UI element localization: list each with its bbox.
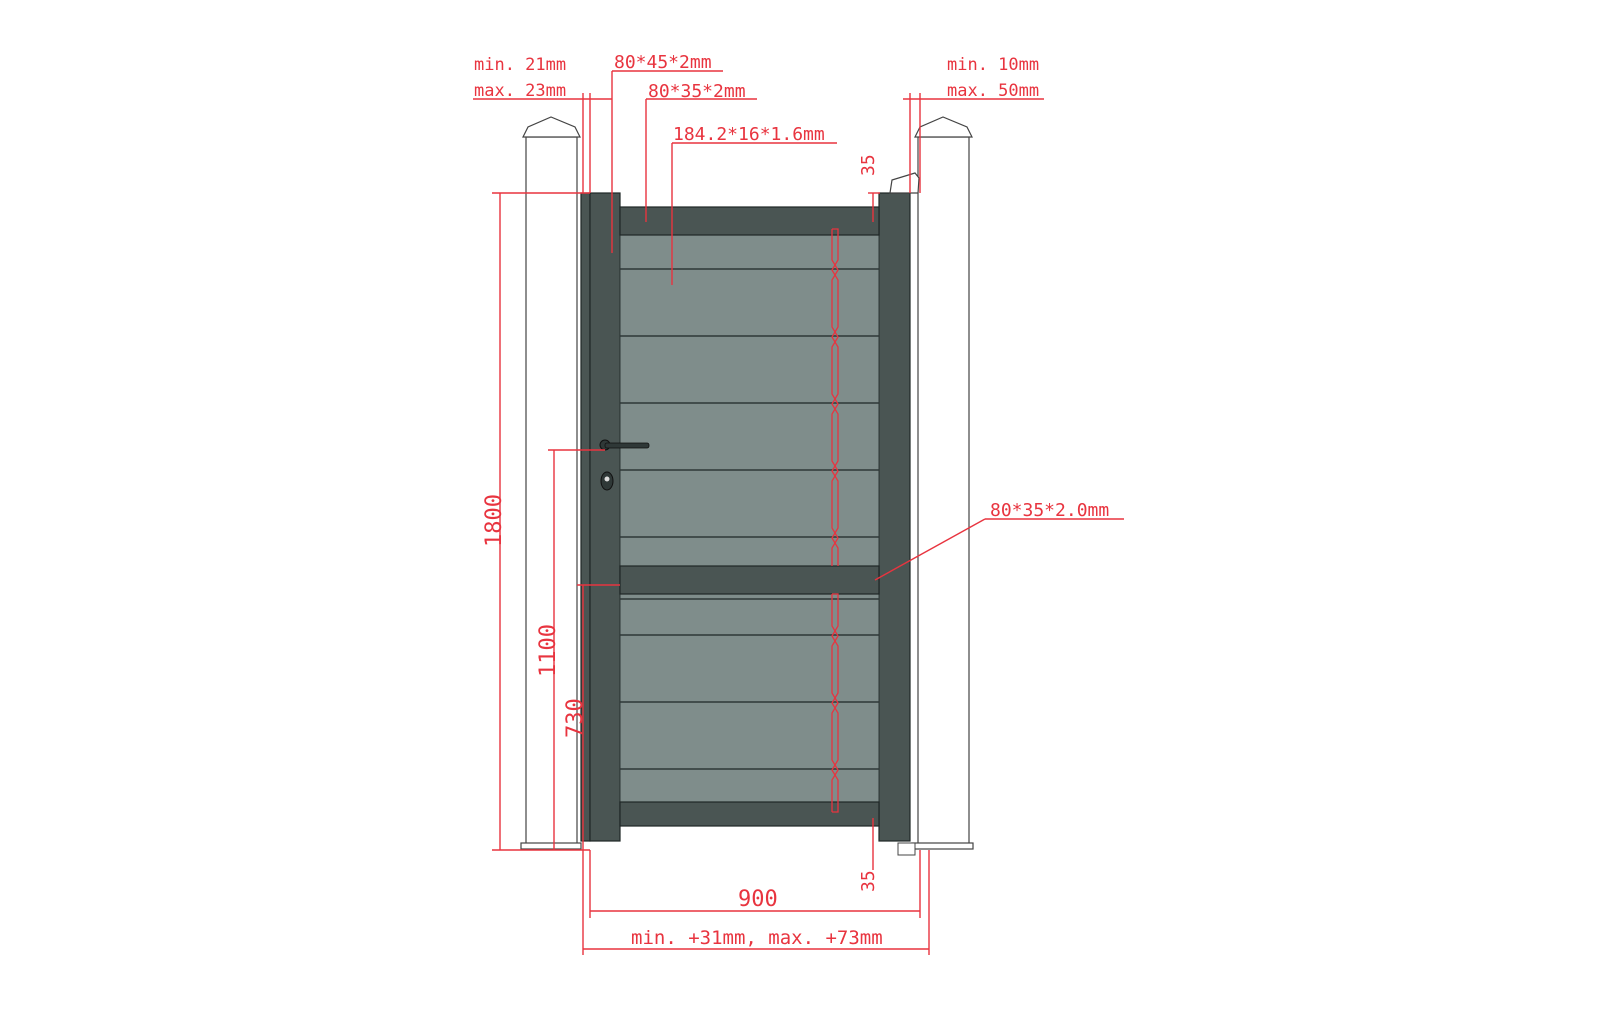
latch-box [889, 172, 920, 194]
top-rail [619, 206, 880, 236]
width-gate-label: 900 [738, 887, 778, 912]
left-post [520, 116, 582, 850]
bottom-clearance-label: 35 [858, 870, 879, 892]
lock-cylinder [600, 471, 614, 491]
width-total-label: min. +31mm, max. +73mm [631, 927, 883, 949]
infill-panel [619, 206, 880, 826]
middle-rail [619, 565, 880, 595]
slat-profile-label: 184.2*16*1.6mm [673, 124, 825, 145]
height-handle-label: 1100 [536, 624, 561, 677]
height-total-label: 1800 [482, 494, 507, 547]
gate-leaf [580, 172, 920, 856]
rail-profile-label: 80*35*2mm [648, 81, 746, 102]
slat-lines [620, 268, 879, 770]
right-post [911, 116, 974, 850]
bottom-stop [897, 842, 916, 856]
left-stile [589, 192, 621, 842]
right-stile [878, 192, 911, 842]
top-clearance-label: 35 [858, 154, 879, 176]
right-gap-min-label: min. 10mm [947, 55, 1039, 75]
right-gap-max-label: max. 50mm [947, 81, 1039, 101]
height-mid-rail-label: 730 [563, 698, 588, 738]
door-handle [599, 439, 650, 451]
left-gap-max-label: max. 23mm [474, 81, 566, 101]
bottom-rail [619, 801, 880, 827]
dimension-lines [473, 70, 1124, 955]
left-gap-min-label: min. 21mm [474, 55, 566, 75]
stile-profile-label: 80*45*2mm [614, 52, 712, 73]
middle-rail-profile-label: 80*35*2.0mm [990, 500, 1109, 521]
